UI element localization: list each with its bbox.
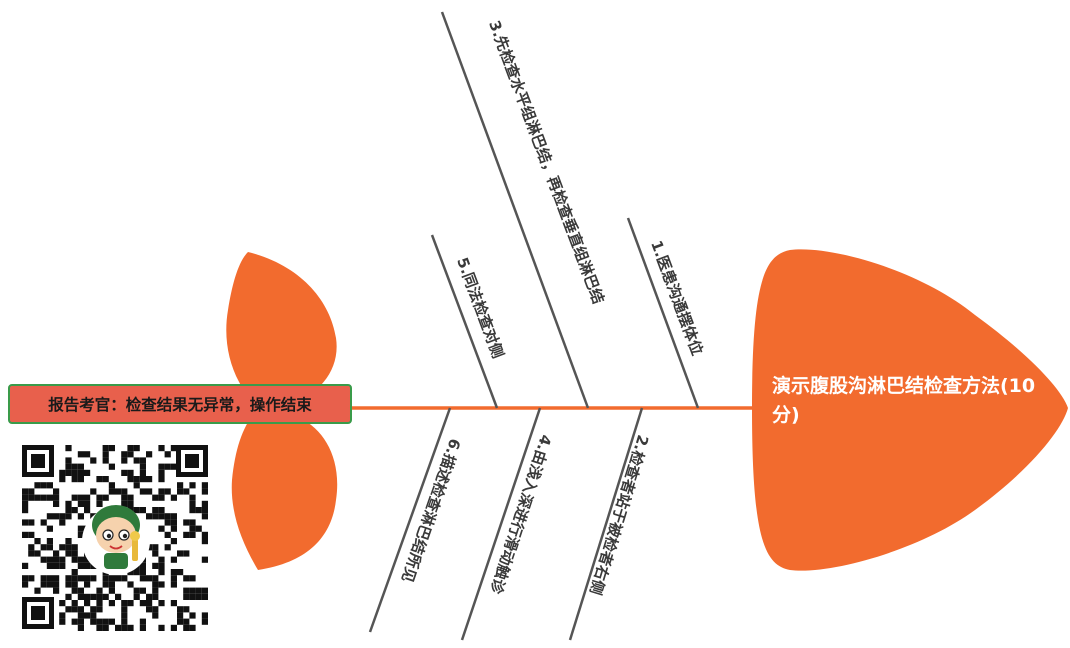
fish-head: [752, 249, 1068, 571]
tail-upper-fin: [226, 252, 337, 404]
qr-code-icon: [20, 443, 210, 631]
bone-2-line: [568, 407, 644, 641]
qr-finder-top-right: [176, 445, 208, 477]
bone-4-line: [460, 407, 542, 641]
bone-1-line: [626, 217, 700, 409]
result-label: 报告考官：检查结果无异常，操作结束: [48, 396, 312, 414]
qr-finder-bottom-left: [22, 597, 54, 629]
head-title: 演示腹股沟淋巴结检查方法(10分): [772, 375, 1036, 426]
qr-finder-top-left: [22, 445, 54, 477]
bone-3-line: [440, 11, 590, 409]
bone-5-line: [430, 234, 499, 409]
mascot-icon: [82, 505, 150, 575]
tail-lower-fin: [231, 412, 338, 570]
bone-6-line: [368, 407, 452, 633]
result-box: 报告考官：检查结果无异常，操作结束: [8, 384, 352, 424]
